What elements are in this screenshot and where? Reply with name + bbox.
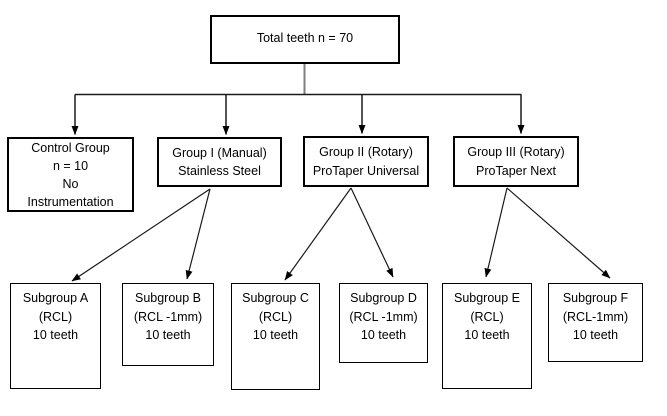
arrow-group3-to-subgroup-e — [484, 187, 508, 278]
node-subgroup-a-line: Subgroup A — [22, 291, 89, 305]
node-subgroup-f-line: 10 teeth — [572, 328, 619, 342]
node-subgroup-d-line: (RCL -1mm) — [349, 309, 418, 324]
node-group-3-line: Group III (Rotary) — [467, 145, 565, 159]
node-subgroup-b: Subgroup B (RCL -1mm) 10 teeth — [122, 283, 214, 366]
node-total-teeth: Total teeth n = 70 — [210, 15, 400, 64]
node-control-group-line: n = 10 — [52, 158, 89, 173]
node-subgroup-d-line: Subgroup D — [350, 291, 417, 305]
node-control-group-line: Control Group — [31, 140, 110, 155]
node-group-2-line: Group II (Rotary) — [319, 145, 413, 159]
node-group-2: Group II (Rotary) ProTaper Universal — [303, 136, 429, 187]
node-subgroup-c-line: 10 teeth — [252, 328, 299, 342]
node-subgroup-c-line: Subgroup C — [242, 291, 309, 305]
node-subgroup-b-line: Subgroup B — [134, 291, 202, 305]
node-subgroup-a-line: 10 teeth — [32, 328, 79, 342]
arrow-group2-to-subgroup-c — [284, 187, 352, 281]
node-group-1-line: Group I (Manual) — [172, 145, 267, 160]
node-subgroup-c-line: (RCL) — [258, 309, 293, 324]
node-subgroup-b-line: (RCL -1mm) — [133, 309, 203, 324]
node-subgroup-b-line: 10 teeth — [145, 328, 191, 342]
node-control-group: Control Group n = 10 No Instrumentation — [7, 137, 134, 212]
node-subgroup-f-line: (RCL-1mm) — [562, 309, 629, 324]
node-group-3-line: ProTaper Next — [476, 163, 556, 178]
node-subgroup-e-line: 10 teeth — [464, 328, 510, 342]
node-group-3: Group III (Rotary) ProTaper Next — [453, 136, 579, 187]
arrow-group1-to-subgroup-b — [185, 188, 211, 280]
node-group-1-line: Stainless Steel — [178, 164, 261, 178]
node-subgroup-e-line: (RCL) — [470, 309, 504, 324]
node-subgroup-d: Subgroup D (RCL -1mm) 10 teeth — [339, 283, 428, 363]
node-control-group-line: Instrumentation — [27, 194, 114, 209]
node-group-2-line: ProTaper Universal — [312, 163, 420, 178]
node-total-teeth-label: Total teeth n = 70 — [256, 31, 354, 45]
node-group-1: Group I (Manual) Stainless Steel — [157, 137, 282, 187]
node-subgroup-f: Subgroup F (RCL-1mm) 10 teeth — [548, 283, 643, 362]
node-subgroup-a: Subgroup A (RCL) 10 teeth — [10, 283, 101, 389]
node-subgroup-f-line: Subgroup F — [562, 291, 629, 305]
node-subgroup-e: Subgroup E (RCL) 10 teeth — [442, 283, 532, 389]
arrow-group2-to-subgroup-d — [350, 187, 394, 278]
node-control-group-line: No — [62, 176, 79, 191]
node-subgroup-d-line: 10 teeth — [360, 328, 407, 342]
node-subgroup-c: Subgroup C (RCL) 10 teeth — [231, 283, 320, 390]
node-subgroup-e-line: Subgroup E — [453, 291, 521, 305]
arrow-group1-to-subgroup-a — [71, 188, 211, 282]
arrow-group3-to-subgroup-f — [506, 187, 611, 279]
node-subgroup-a-line: (RCL) — [38, 309, 73, 324]
